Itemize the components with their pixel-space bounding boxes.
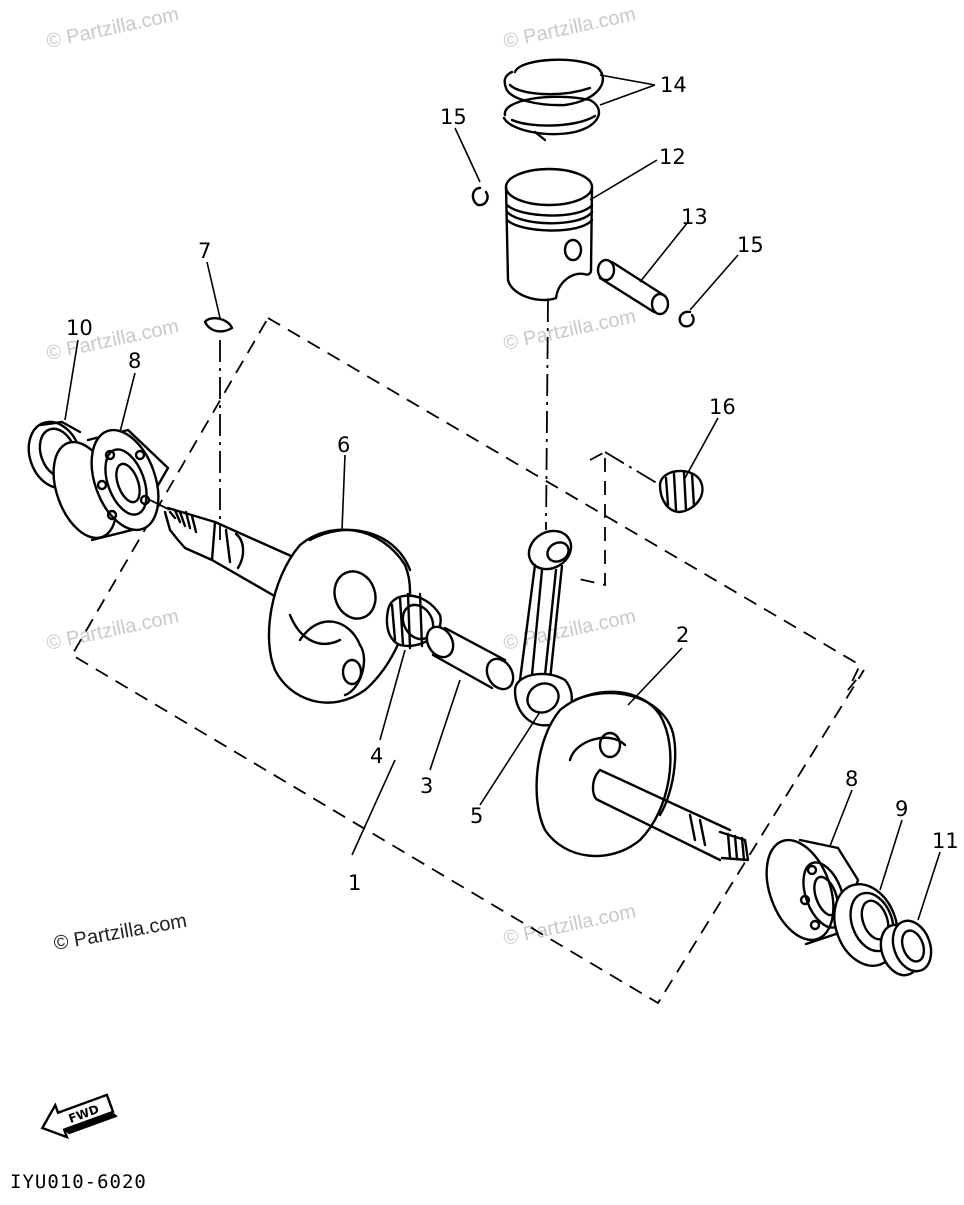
callout-8-right: 8 <box>845 767 858 791</box>
forward-arrow-icon: FWD <box>40 1093 118 1140</box>
callout-6: 6 <box>337 433 350 457</box>
callout-16: 16 <box>709 395 736 419</box>
boundary-step <box>574 450 606 587</box>
crank-half-left-part <box>163 506 412 704</box>
watermark: © Partzilla.com <box>44 3 180 53</box>
watermark: © Partzilla.com <box>501 3 637 53</box>
callout-10: 10 <box>66 316 93 340</box>
piston-pin-clip-right <box>678 310 695 328</box>
callout-2: 2 <box>676 623 689 647</box>
woodruff-key-part <box>203 316 234 333</box>
callout-14: 14 <box>660 73 687 97</box>
bearing-left-part <box>52 428 170 542</box>
collar-part <box>879 919 933 977</box>
leader-lines <box>64 74 941 921</box>
callout-1: 1 <box>348 871 361 895</box>
diagram-code: IYU010-6020 <box>10 1171 147 1193</box>
watermark: © Partzilla.com <box>501 305 637 355</box>
callouts: 1 2 3 4 5 6 7 8 8 9 10 11 12 13 14 15 15… <box>66 73 959 895</box>
piston-centerline <box>545 299 549 531</box>
piston-rings-part <box>502 58 604 142</box>
callout-5: 5 <box>470 804 483 828</box>
left-shaft-centerline <box>149 499 171 511</box>
crank-half-right-part <box>535 690 750 862</box>
small-end-leader <box>604 451 661 486</box>
piston-part <box>504 167 594 302</box>
callout-13: 13 <box>681 205 708 229</box>
piston-pin-part <box>596 258 670 316</box>
watermark-dark: © Partzilla.com <box>52 910 189 955</box>
callout-15-top: 15 <box>440 105 467 129</box>
crank-pin-part <box>425 625 515 691</box>
callout-3: 3 <box>420 774 433 798</box>
watermark: © Partzilla.com <box>501 900 637 950</box>
callout-8-left: 8 <box>128 349 141 373</box>
callout-12: 12 <box>659 145 686 169</box>
watermark: © Partzilla.com <box>501 605 637 655</box>
callout-9: 9 <box>895 797 908 821</box>
callout-7: 7 <box>198 239 211 263</box>
callout-15-right: 15 <box>737 233 764 257</box>
crankshaft-assembly-boundary <box>70 316 865 1005</box>
callout-4: 4 <box>370 744 383 768</box>
callout-11: 11 <box>932 829 959 853</box>
small-end-bearing-part <box>658 469 704 514</box>
piston-pin-clip-top <box>471 186 489 207</box>
bearing-right-part <box>765 838 860 946</box>
watermark: © Partzilla.com <box>44 315 180 365</box>
watermark: © Partzilla.com <box>44 605 180 655</box>
